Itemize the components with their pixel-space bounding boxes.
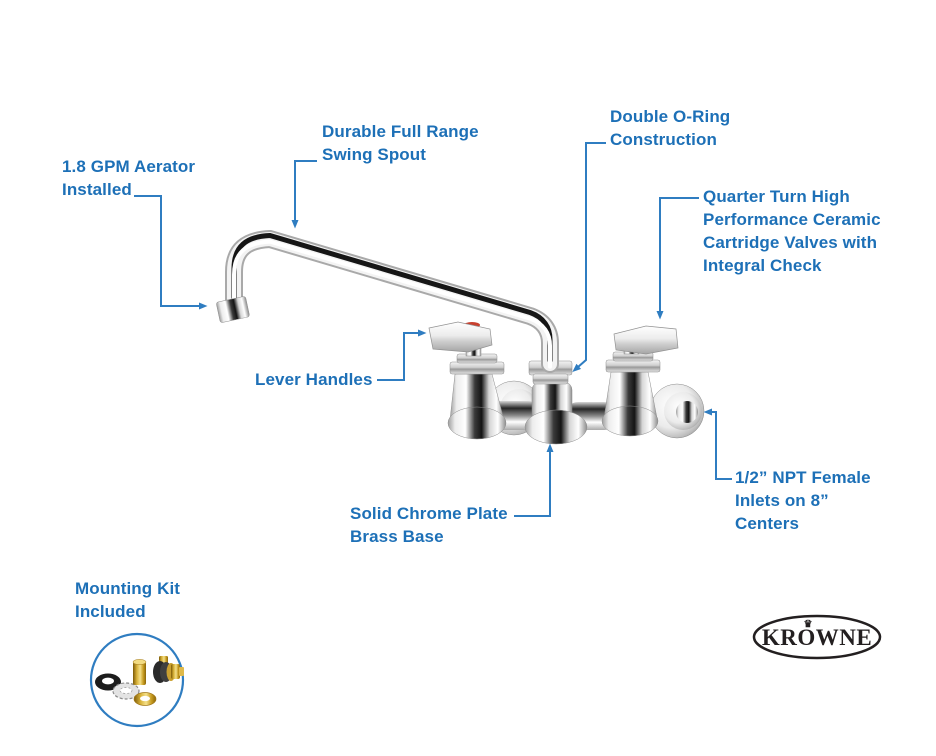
callout-line-base	[514, 443, 554, 517]
callout-lines	[134, 142, 732, 517]
logo-wordmark: KROWNE	[762, 625, 872, 650]
callout-base: Solid Chrome Plate Brass Base	[350, 504, 508, 546]
right-valve-body	[601, 371, 659, 437]
left-lever-handle	[428, 321, 493, 353]
logo-oval	[752, 614, 882, 660]
callout-line-cartridge	[656, 197, 699, 320]
right-valve-bonnet	[605, 351, 661, 373]
callout-aerator: 1.8 GPM Aerator Installed	[62, 157, 196, 199]
left-valve-bonnet	[449, 353, 505, 375]
faucet-illustration	[216, 229, 705, 445]
callout-cartridge: Quarter Turn High Performance Ceramic Ca…	[703, 187, 881, 275]
callout-lever-handles: Lever Handles	[255, 370, 373, 389]
center-body	[524, 381, 588, 445]
swing-spout	[225, 229, 559, 373]
brass-spacer	[132, 659, 147, 685]
left-valve-body	[447, 373, 507, 440]
right-lever-handle	[613, 325, 679, 355]
callout-line-aerator	[134, 195, 208, 310]
callout-inlets: 1/2” NPT Female Inlets on 8” Centers	[735, 468, 871, 533]
callout-o-ring: Double O-Ring Construction	[610, 107, 731, 149]
aerator	[216, 296, 250, 323]
krowne-logo: KROWNE ♛	[752, 614, 882, 660]
callout-line-inlets	[703, 408, 732, 480]
mounting-bolt-assembly	[153, 656, 184, 683]
lock-washer	[112, 682, 140, 700]
brass-washer	[133, 692, 157, 706]
callout-mounting-kit: Mounting Kit Included	[75, 579, 181, 621]
callout-swing-spout: Durable Full Range Swing Spout	[322, 122, 479, 164]
crown-icon: ♛	[804, 619, 813, 630]
callout-line-swing-spout	[291, 160, 317, 229]
callout-line-o-ring	[572, 142, 606, 372]
mounting-kit-illustration	[89, 632, 185, 728]
rubber-washer	[95, 673, 121, 691]
callout-line-lever-handles	[377, 329, 427, 381]
